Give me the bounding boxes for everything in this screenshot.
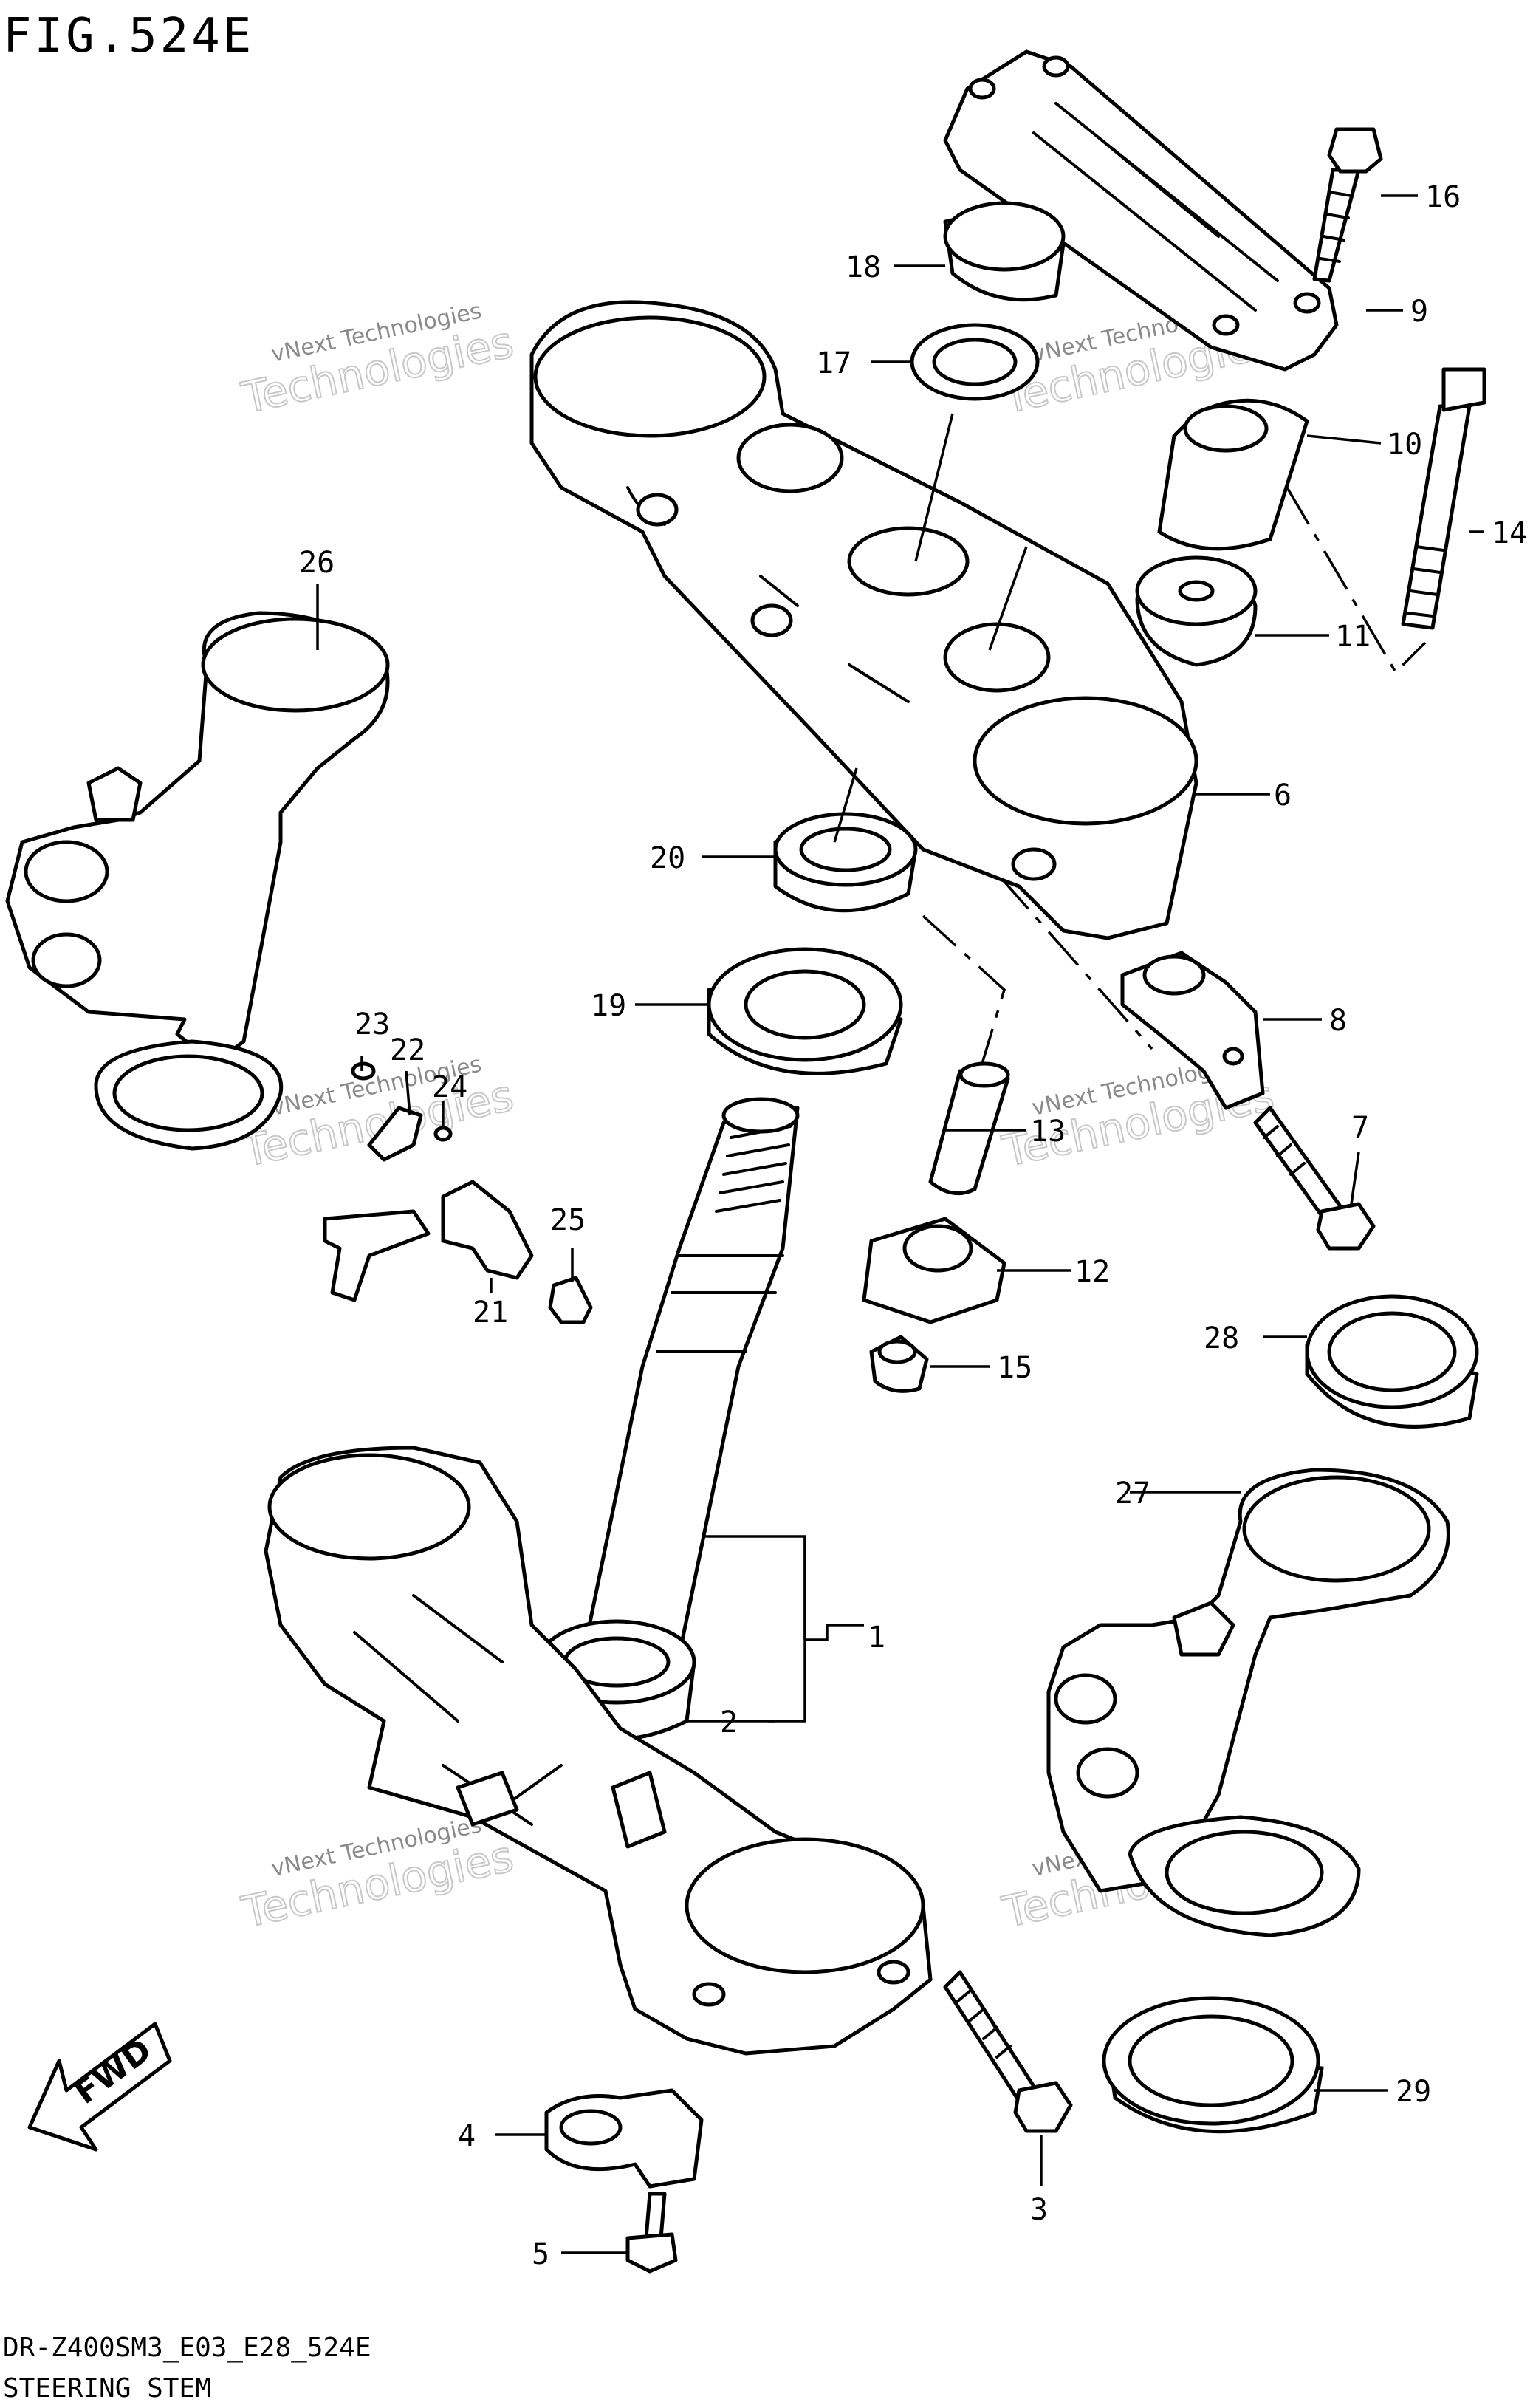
callout-29: 29 bbox=[1396, 2075, 1431, 2109]
callout-4: 4 bbox=[458, 2119, 476, 2153]
part-24 bbox=[433, 1126, 453, 1142]
part-21-body bbox=[441, 1180, 534, 1280]
callout-24: 24 bbox=[432, 1070, 467, 1104]
footer-caption: STEERING STEM bbox=[3, 2373, 211, 2404]
washer-11 bbox=[1135, 555, 1258, 667]
callout-15: 15 bbox=[997, 1351, 1032, 1385]
callout-20: 20 bbox=[650, 841, 685, 875]
callout-18: 18 bbox=[846, 250, 881, 284]
callout-16: 16 bbox=[1425, 180, 1461, 214]
nut-20 bbox=[773, 812, 918, 913]
callout-3: 3 bbox=[1030, 2193, 1048, 2227]
bracket-8 bbox=[1120, 951, 1265, 1110]
part-22 bbox=[367, 1106, 423, 1162]
callout-26: 26 bbox=[299, 546, 335, 580]
callout-12: 12 bbox=[1074, 1255, 1110, 1289]
watermark-1: vNext Technologies Technologies bbox=[236, 298, 518, 424]
washer-17 bbox=[910, 323, 1040, 401]
collar-13 bbox=[928, 1061, 1010, 1196]
meter-bracket-26 bbox=[5, 611, 390, 1151]
bearing-19 bbox=[707, 947, 903, 1075]
damper-12 bbox=[862, 1217, 1006, 1324]
callout-27: 27 bbox=[1115, 1477, 1150, 1511]
callout-6: 6 bbox=[1274, 779, 1292, 813]
callout-19: 19 bbox=[591, 989, 626, 1023]
dust-seal-29 bbox=[1102, 1996, 1324, 2134]
leader-lines bbox=[316, 194, 1484, 2254]
bolt-14 bbox=[1401, 367, 1486, 630]
nut-15 bbox=[869, 1335, 929, 1393]
callout-2: 2 bbox=[720, 1706, 738, 1740]
watermark-3: vNext Technologies Technologies bbox=[236, 1051, 518, 1177]
callout-9: 9 bbox=[1410, 295, 1428, 329]
callout-11: 11 bbox=[1335, 620, 1371, 654]
callout-13: 13 bbox=[1030, 1115, 1066, 1149]
bolt-3 bbox=[943, 1970, 1073, 2133]
callout-23: 23 bbox=[354, 1008, 390, 1041]
assembly-line-bolt-14 bbox=[1246, 420, 1427, 674]
steering-stem bbox=[537, 1097, 800, 1742]
callout-22: 22 bbox=[390, 1033, 425, 1067]
meter-bracket-27 bbox=[1046, 1468, 1450, 1937]
callout-1: 1 bbox=[868, 1621, 885, 1655]
callout-10: 10 bbox=[1387, 428, 1422, 462]
cushion-18 bbox=[943, 201, 1066, 302]
clamp-4 bbox=[544, 2088, 704, 2189]
lower-bracket bbox=[264, 1446, 933, 2056]
callout-7: 7 bbox=[1351, 1111, 1369, 1145]
assembly-line-center bbox=[922, 914, 1006, 1064]
callout-14: 14 bbox=[1492, 516, 1527, 550]
small-parts bbox=[323, 1061, 593, 1324]
dust-seal-28 bbox=[1305, 1294, 1479, 1429]
footer-code: DR-Z400SM3_E03_E28_524E bbox=[3, 2333, 371, 2363]
handlebar-holder bbox=[943, 49, 1339, 372]
spacer-10 bbox=[1157, 398, 1309, 551]
callout-28: 28 bbox=[1204, 1321, 1239, 1355]
fwd-arrow-icon: FWD bbox=[27, 2022, 172, 2152]
callout-5: 5 bbox=[532, 2237, 549, 2271]
part-23 bbox=[351, 1061, 376, 1081]
callout-25: 25 bbox=[550, 1203, 586, 1237]
part-21-key bbox=[323, 1209, 431, 1302]
callout-8: 8 bbox=[1329, 1004, 1347, 1038]
callout-21: 21 bbox=[473, 1296, 508, 1330]
watermark-5: vNext Technologies Technologies bbox=[236, 1812, 518, 1938]
callout-17: 17 bbox=[816, 346, 851, 380]
callouts: 16 18 9 17 10 14 11 6 20 19 8 13 7 12 15… bbox=[299, 180, 1527, 2271]
part-25 bbox=[548, 1276, 593, 1324]
figure-title: FIG.524E bbox=[3, 9, 254, 64]
bolt-16 bbox=[1312, 127, 1383, 283]
upper-bracket bbox=[529, 300, 1198, 940]
screw-5 bbox=[625, 2192, 678, 2274]
bolt-7 bbox=[1253, 1106, 1376, 1251]
